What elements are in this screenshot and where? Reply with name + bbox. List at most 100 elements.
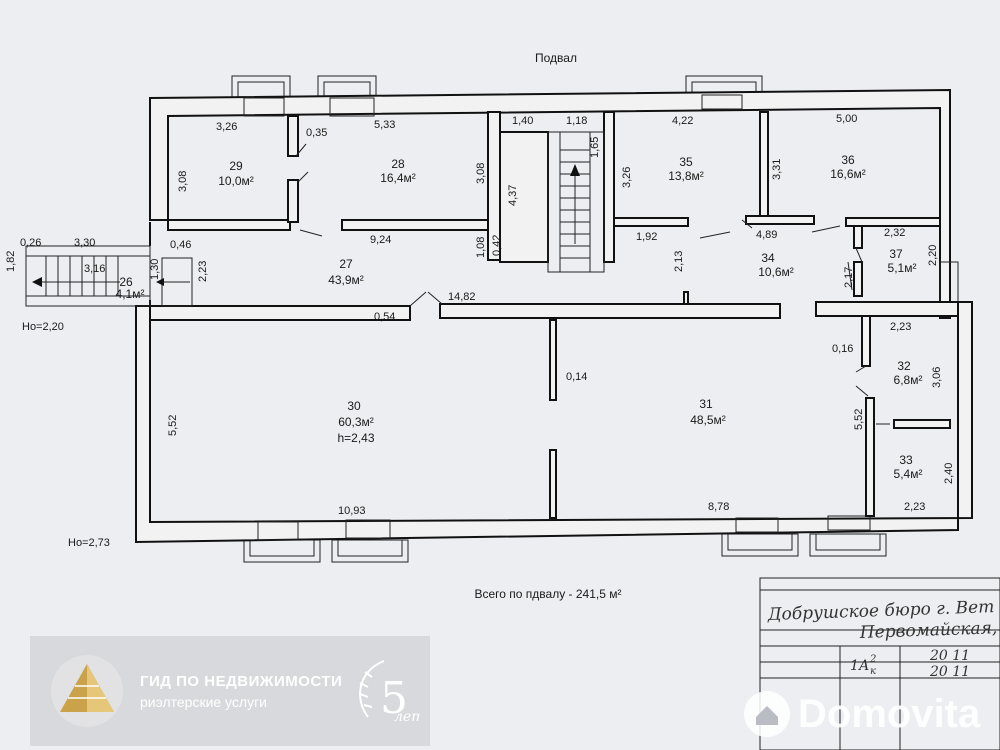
- svg-text:9,24: 9,24: [370, 234, 391, 246]
- domovita-logo-icon: [744, 691, 790, 737]
- anniversary-number: 5: [380, 673, 408, 724]
- svg-text:1,40: 1,40: [512, 115, 533, 127]
- svg-text:h=2,43: h=2,43: [337, 431, 374, 445]
- svg-text:3,16: 3,16: [84, 263, 105, 275]
- anniversary-word: лет: [394, 709, 420, 725]
- window-niche-bottom-mid: [331, 539, 409, 563]
- room-26: 26 4,1м²: [116, 275, 145, 301]
- window-niche-top-left: [231, 75, 291, 99]
- svg-text:5,52: 5,52: [853, 409, 865, 430]
- agency-name: ГИД ПО НЕДВИЖИМОСТИ: [140, 672, 343, 690]
- room-34: 34 10,6м²: [758, 251, 794, 279]
- svg-text:1,92: 1,92: [636, 231, 657, 243]
- svg-text:2,23: 2,23: [890, 321, 911, 333]
- svg-text:3,06: 3,06: [931, 367, 943, 388]
- pyramid-logo-icon: [51, 655, 123, 727]
- dimension-labels-vertical: 3,08 3,08 1,65 4,37 1,08 0,42 3,26 3,31 …: [5, 137, 955, 484]
- svg-text:36: 36: [841, 153, 855, 167]
- svg-text:8,78: 8,78: [708, 501, 729, 513]
- svg-text:33: 33: [899, 453, 913, 467]
- room-27: 27 43,9м²: [328, 257, 364, 287]
- svg-text:4,1м²: 4,1м²: [116, 287, 145, 301]
- svg-text:16,6м²: 16,6м²: [830, 167, 866, 181]
- svg-text:2,13: 2,13: [673, 251, 685, 272]
- svg-text:3,26: 3,26: [621, 167, 633, 188]
- svg-text:1,30: 1,30: [149, 259, 161, 280]
- svg-text:5,33: 5,33: [374, 119, 395, 131]
- svg-text:60,3м²: 60,3м²: [338, 415, 374, 429]
- svg-text:5,1м²: 5,1м²: [888, 261, 917, 275]
- svg-text:0,26: 0,26: [20, 237, 41, 249]
- svg-text:2,23: 2,23: [904, 501, 925, 513]
- svg-text:48,5м²: 48,5м²: [690, 413, 726, 427]
- svg-text:5,4м²: 5,4м²: [894, 467, 923, 481]
- ho-left-label: Ho=2,20: [22, 321, 64, 333]
- window-niche-bottom-right2: [809, 533, 887, 557]
- interior-walls: [149, 111, 959, 519]
- room-28: 28 16,4м²: [380, 157, 416, 185]
- entrance-stairs: [25, 245, 193, 307]
- agency-subtitle: риэлтерские услуги: [140, 693, 267, 710]
- svg-text:0,16: 0,16: [832, 343, 853, 355]
- anniversary-badge-icon: 5 лет: [359, 660, 420, 725]
- svg-text:1,65: 1,65: [589, 137, 601, 158]
- svg-text:10,6м²: 10,6м²: [758, 265, 794, 279]
- dimension-labels: 3,26 0,35 5,33 1,40 1,18 4,22 5,00 1,92 …: [20, 113, 925, 517]
- room-30: 30 60,3м² h=2,43: [337, 399, 374, 445]
- central-stairs: [547, 131, 605, 273]
- svg-text:2,17: 2,17: [843, 267, 855, 288]
- svg-text:35: 35: [679, 155, 693, 169]
- svg-text:37: 37: [889, 247, 903, 261]
- svg-text:34: 34: [761, 251, 775, 265]
- stamp-code: 1А: [850, 658, 870, 674]
- svg-text:28: 28: [391, 157, 405, 171]
- stamp-value2: 20 11: [929, 664, 970, 680]
- svg-text:3,26: 3,26: [216, 121, 237, 133]
- room-35: 35 13,8м²: [668, 155, 704, 183]
- room-32: 32 6,8м²: [894, 359, 923, 387]
- room-37: 37 5,1м²: [888, 247, 917, 275]
- svg-text:26: 26: [119, 275, 133, 289]
- domovita-text: Domovita: [798, 691, 981, 736]
- svg-text:5,52: 5,52: [167, 415, 179, 436]
- room-33: 33 5,4м²: [894, 453, 923, 481]
- svg-text:0,46: 0,46: [170, 239, 191, 251]
- svg-text:4,89: 4,89: [756, 229, 777, 241]
- svg-text:43,9м²: 43,9м²: [328, 273, 364, 287]
- svg-text:3,30: 3,30: [74, 237, 95, 249]
- window-niche-bottom-left: [243, 539, 321, 563]
- svg-text:29: 29: [229, 159, 243, 173]
- svg-text:6,8м²: 6,8м²: [894, 373, 923, 387]
- svg-text:0,14: 0,14: [566, 371, 587, 383]
- svg-text:1,08: 1,08: [475, 237, 487, 258]
- svg-text:2,32: 2,32: [884, 227, 905, 239]
- stamp-sup: 2: [869, 654, 876, 665]
- agency-banner: ГИД ПО НЕДВИЖИМОСТИ риэлтерские услуги 5…: [30, 636, 430, 746]
- svg-text:10,0м²: 10,0м²: [218, 174, 254, 188]
- svg-text:10,93: 10,93: [338, 505, 366, 517]
- svg-text:0,42: 0,42: [491, 235, 503, 256]
- svg-text:2,20: 2,20: [927, 245, 939, 266]
- svg-text:4,22: 4,22: [672, 115, 693, 127]
- svg-text:14,82: 14,82: [448, 291, 476, 303]
- svg-text:2,40: 2,40: [943, 463, 955, 484]
- svg-text:1,82: 1,82: [5, 251, 17, 272]
- stamp-sub: к: [870, 666, 876, 677]
- svg-text:32: 32: [897, 359, 911, 373]
- stamp-line2: Первомайская, I: [858, 618, 1000, 643]
- plan-title: Подвал: [535, 51, 577, 65]
- svg-text:1,18: 1,18: [566, 115, 587, 127]
- svg-text:2,23: 2,23: [197, 261, 209, 282]
- window-niche-bottom-right1: [721, 533, 799, 557]
- svg-text:3,31: 3,31: [771, 159, 783, 180]
- window-niche-top-mid: [317, 75, 377, 99]
- svg-text:30: 30: [347, 399, 361, 413]
- ho-bottom-label: Ho=2,73: [68, 537, 110, 549]
- svg-text:5,00: 5,00: [836, 113, 857, 125]
- svg-text:27: 27: [339, 257, 353, 271]
- room-36: 36 16,6м²: [830, 153, 866, 181]
- domovita-watermark: Domovita: [742, 688, 980, 740]
- svg-text:0,54: 0,54: [374, 311, 395, 323]
- svg-text:0,35: 0,35: [306, 127, 327, 139]
